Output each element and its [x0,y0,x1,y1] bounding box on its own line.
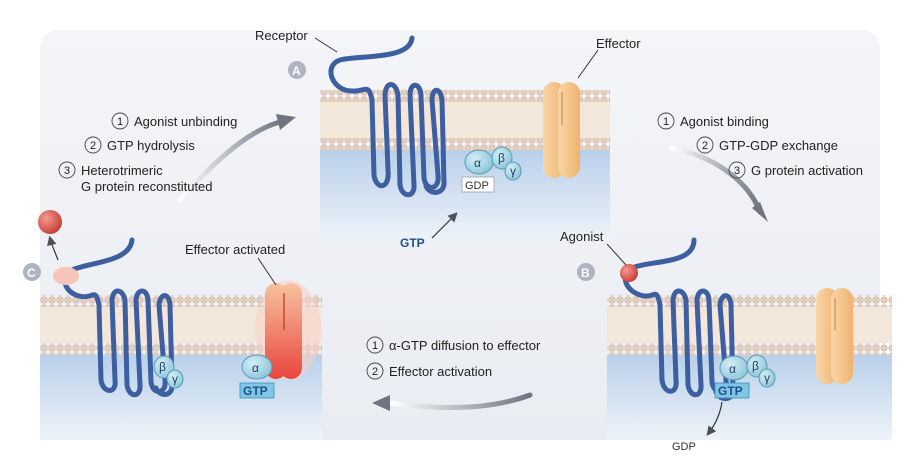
agonist-release-arrow [47,235,59,261]
gdp-box-a [461,176,495,193]
step-num: 3 [64,165,70,177]
agonist-site-ghost [53,267,79,285]
panel-b-letter: B [581,266,590,280]
panel-a-letter: A [292,64,301,78]
panel-b-marker [577,263,595,281]
step-text: GTP hydrolysis [107,138,195,153]
gtp-box-b [714,382,750,399]
gdp-release-arrow [706,401,723,436]
arrow-c-to-a-head [276,114,296,130]
step-num: 2 [90,140,96,152]
gamma-label-a: γ [510,164,516,178]
effector-a [543,82,580,178]
effector-activated-leader [257,257,277,286]
alpha-label-a: α [474,156,481,170]
step-num: 1 [663,116,669,128]
receptor-c [62,237,175,398]
beta-gamma-c: β γ [153,355,184,389]
step-text: GTP-GDP exchange [719,138,838,153]
receptor-leader [314,37,338,53]
membrane-top-a [320,90,610,102]
beta-label-a: β [498,151,505,165]
step-text: α-GTP diffusion to effector [389,338,541,353]
step-text: Heterotrimeric [81,163,163,178]
panel-a-marker [288,61,306,79]
step-text: Agonist unbinding [134,114,237,129]
arrow-b-to-c-head [372,395,390,411]
steps-b-to-c: 1 α-GTP diffusion to effector 2 Effector… [366,336,541,380]
membrane-bottom-a [320,138,610,150]
step-num: 2 [702,140,708,152]
step-text: G protein activation [751,163,863,178]
gtp-arrow [431,212,458,239]
arrow-b-to-c [387,392,533,411]
steps-a-to-b: 1 Agonist binding 2 GTP-GDP exchange 3 G… [657,112,863,179]
receptor-label: Receptor [255,28,308,43]
alpha-gtp-c: α GTP [239,354,275,399]
gtp-label-b: GTP [718,384,743,398]
beta-label-c: β [159,360,166,374]
effector-activated-label: Effector activated [185,242,285,257]
gdp-label-b: GDP [672,441,696,453]
gtp-label-c: GTP [243,384,268,398]
membrane-bottom-c [40,343,322,355]
panel-a: α β γ GDP A Receptor Effector GTP [255,28,641,250]
step-text: Agonist binding [680,114,769,129]
gamma-label-c: γ [172,372,178,386]
arrow-a-to-b-head [752,202,768,222]
gamma-label-b: γ [764,371,770,385]
step-num: 3 [734,165,740,177]
effector-c-activated [255,280,321,380]
g-protein-a: α β γ GDP [461,146,522,193]
gtp-box-c [239,382,275,399]
step-num: 1 [372,340,378,352]
free-gtp-label: GTP [400,236,425,250]
alpha-label-b: α [729,362,736,376]
agonist-label: Agonist [560,229,604,244]
step-num: 1 [117,116,123,128]
g-protein-b: α β γ GTP [714,354,776,399]
step-num: 2 [372,366,378,378]
receptor-b [622,237,736,401]
arrow-c-to-a [177,119,283,203]
step-text: Effector activation [389,364,492,379]
receptor-a [328,35,447,198]
beta-label-b: β [752,359,759,373]
panel-b: α β γ GTP GDP B Agonist [560,229,892,453]
gdp-label-a: GDP [465,180,489,192]
panel-c-letter: C [27,266,36,280]
agonist-b [620,264,638,282]
step-text-continued: G protein reconstituted [81,179,213,194]
agonist-leader [606,243,627,266]
alpha-label-c: α [252,361,259,375]
panel-c-marker [23,263,41,281]
panel-c: β γ α GTP C Effector activated [23,210,322,440]
effector-leader-a [577,49,599,79]
effector-b [816,288,853,384]
steps-c-to-a: 1 Agonist unbinding 2 GTP hydrolysis 3 H… [58,112,237,194]
effector-label-a: Effector [596,36,641,51]
agonist-released [38,210,62,234]
